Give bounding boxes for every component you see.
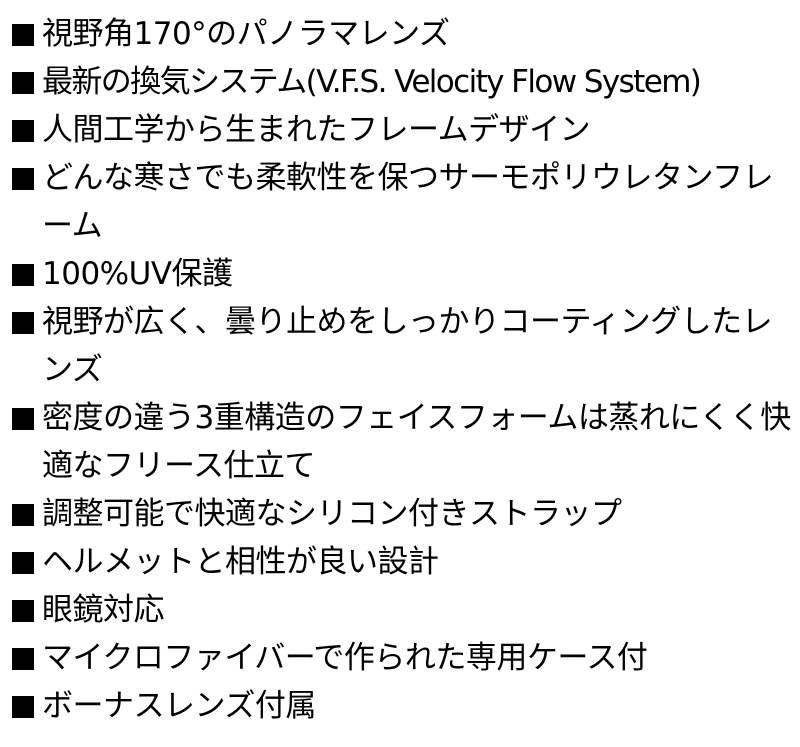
feature-text: 100%UV保護	[42, 256, 233, 292]
feature-text: ヘルメットと相性が良い設計	[42, 544, 439, 580]
feature-item: 眼鏡対応	[10, 586, 800, 634]
square-bullet-icon	[12, 120, 34, 142]
feature-item: 最新の換気システム(V.F.S. Velocity Flow System)	[10, 58, 800, 106]
feature-text: 視野が広く、曇り止めをしっかりコーティングしたレンズ	[42, 304, 773, 388]
feature-item: 視野が広く、曇り止めをしっかりコーティングしたレンズ	[10, 298, 800, 394]
feature-text: 視野角170°のパノラマレンズ	[42, 16, 450, 52]
feature-item: どんな寒さでも柔軟性を保つサーモポリウレタンフレーム	[10, 154, 800, 250]
square-bullet-icon	[12, 696, 34, 718]
square-bullet-icon	[12, 504, 34, 526]
feature-list: 視野角170°のパノラマレンズ 最新の換気システム(V.F.S. Velocit…	[10, 10, 800, 730]
square-bullet-icon	[12, 600, 34, 622]
feature-item: マイクロファイバーで作られた専用ケース付	[10, 634, 800, 682]
feature-text: どんな寒さでも柔軟性を保つサーモポリウレタンフレーム	[42, 160, 774, 244]
square-bullet-icon	[12, 408, 34, 430]
feature-text: 調整可能で快適なシリコン付きストラップ	[42, 496, 622, 532]
square-bullet-icon	[12, 264, 34, 286]
feature-item: 100%UV保護	[10, 250, 800, 298]
feature-text: ボーナスレンズ付属	[42, 688, 316, 724]
square-bullet-icon	[12, 168, 34, 190]
feature-item: ボーナスレンズ付属	[10, 682, 800, 730]
square-bullet-icon	[12, 24, 34, 46]
square-bullet-icon	[12, 648, 34, 670]
feature-item: 人間工学から生まれたフレームデザイン	[10, 106, 800, 154]
feature-item: 密度の違う3重構造のフェイスフォームは蒸れにくく快適なフリース仕立て	[10, 394, 800, 490]
feature-item: ヘルメットと相性が良い設計	[10, 538, 800, 586]
feature-item: 視野角170°のパノラマレンズ	[10, 10, 800, 58]
square-bullet-icon	[12, 72, 34, 94]
feature-text: 密度の違う3重構造のフェイスフォームは蒸れにくく快適なフリース仕立て	[42, 400, 791, 484]
square-bullet-icon	[12, 552, 34, 574]
feature-text: 最新の換気システム(V.F.S. Velocity Flow System)	[42, 64, 702, 100]
feature-text: 人間工学から生まれたフレームデザイン	[42, 112, 591, 148]
feature-text: マイクロファイバーで作られた専用ケース付	[42, 640, 648, 676]
feature-item: 調整可能で快適なシリコン付きストラップ	[10, 490, 800, 538]
square-bullet-icon	[12, 312, 34, 334]
feature-text: 眼鏡対応	[42, 592, 165, 628]
